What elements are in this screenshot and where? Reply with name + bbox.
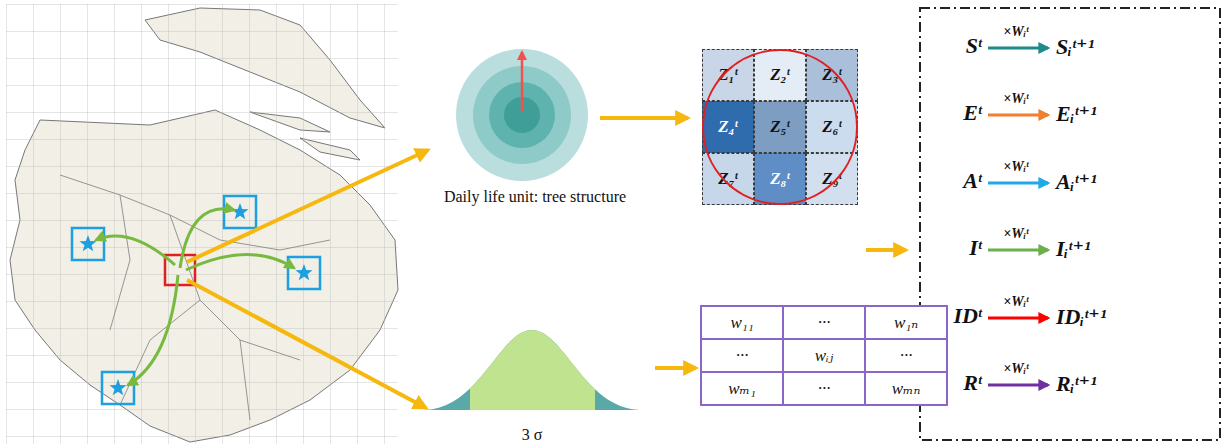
node-text: Z₆ᵗ xyxy=(822,117,842,137)
node-text: w₁₁ xyxy=(730,313,753,333)
state-symbol: IDᵗ xyxy=(953,303,982,329)
zone-cell: Z₈ᵗ xyxy=(754,153,806,205)
output-panel xyxy=(920,8,1220,440)
node-text: Z₄ᵗ xyxy=(718,117,738,137)
state-symbol: Eᵢᵗ⁺¹ xyxy=(1056,100,1097,127)
gaussian-curve xyxy=(425,330,640,410)
state-symbol: Aᵢᵗ⁺¹ xyxy=(1056,168,1097,195)
node-text: ··· xyxy=(900,346,913,366)
zone-cell: Z₃ᵗ xyxy=(806,49,858,101)
node-text: Z₂ᵗ xyxy=(770,65,790,85)
state-symbol: Iᵢᵗ⁺¹ xyxy=(1056,235,1091,262)
weight-cell: ··· xyxy=(782,371,866,406)
caption: Daily life unit: tree structure xyxy=(444,188,626,206)
node-text: Z₇ᵗ xyxy=(718,169,738,189)
weight-symbol: ×Wᵢᵗ xyxy=(1003,361,1028,377)
state-symbol: Sᵢᵗ⁺¹ xyxy=(1056,33,1094,60)
state-symbol: Rᵗ xyxy=(963,370,982,396)
state-symbol: Sᵗ xyxy=(966,33,982,59)
weight-cell: wₘ₁ xyxy=(700,371,784,406)
node-text: Z₃ᵗ xyxy=(822,65,842,85)
node-text: ··· xyxy=(818,313,831,333)
node-text: wᵢⱼ xyxy=(815,345,834,366)
zone-cell: Z₅ᵗ xyxy=(754,101,806,153)
weight-symbol: ×Wᵢᵗ xyxy=(1003,24,1028,40)
weight-cell: ··· xyxy=(700,338,784,373)
node-text: ··· xyxy=(736,346,749,366)
zone-cell: Z₆ᵗ xyxy=(806,101,858,153)
node-text: Z₉ᵗ xyxy=(822,169,842,189)
node-text: Z₈ᵗ xyxy=(770,169,790,189)
state-symbol: Aᵗ xyxy=(963,168,982,194)
node-text: w₁ₙ xyxy=(894,312,918,333)
node-text: Z₁ᵗ xyxy=(718,65,738,85)
state-symbol: IDᵢᵗ⁺¹ xyxy=(1056,303,1107,330)
weight-symbol: ×Wᵢᵗ xyxy=(1003,91,1028,107)
weight-cell: w₁ₙ xyxy=(864,305,948,340)
node-text: wₘₙ xyxy=(892,378,921,399)
weight-cell: ··· xyxy=(864,338,948,373)
state-symbol: Iᵗ xyxy=(969,235,982,261)
zone-cell: Z₉ᵗ xyxy=(806,153,858,205)
node-text: Z₅ᵗ xyxy=(770,117,790,137)
caption: 3 σ xyxy=(522,426,543,444)
zone-cell: Z₂ᵗ xyxy=(754,49,806,101)
equation-arrows xyxy=(988,48,1048,385)
weight-symbol: ×Wᵢᵗ xyxy=(1003,159,1028,175)
weight-cell: wᵢⱼ xyxy=(782,338,866,373)
weight-cell: w₁₁ xyxy=(700,305,784,340)
weight-cell: wₘₙ xyxy=(864,371,948,406)
zone-cell: Z₄ᵗ xyxy=(702,101,754,153)
weight-cell: ··· xyxy=(782,305,866,340)
node-text: ··· xyxy=(818,379,831,399)
state-symbol: Rᵢᵗ⁺¹ xyxy=(1056,370,1097,397)
zone-cell: Z₇ᵗ xyxy=(702,153,754,205)
map xyxy=(6,4,398,444)
unit-circle xyxy=(703,50,857,204)
state-symbol: Eᵗ xyxy=(963,100,982,126)
node-text: wₘ₁ xyxy=(728,378,756,399)
tree-circles xyxy=(456,49,588,181)
weight-symbol: ×Wᵢᵗ xyxy=(1003,294,1028,310)
zone-cell: Z₁ᵗ xyxy=(702,49,754,101)
weight-symbol: ×Wᵢᵗ xyxy=(1003,226,1028,242)
